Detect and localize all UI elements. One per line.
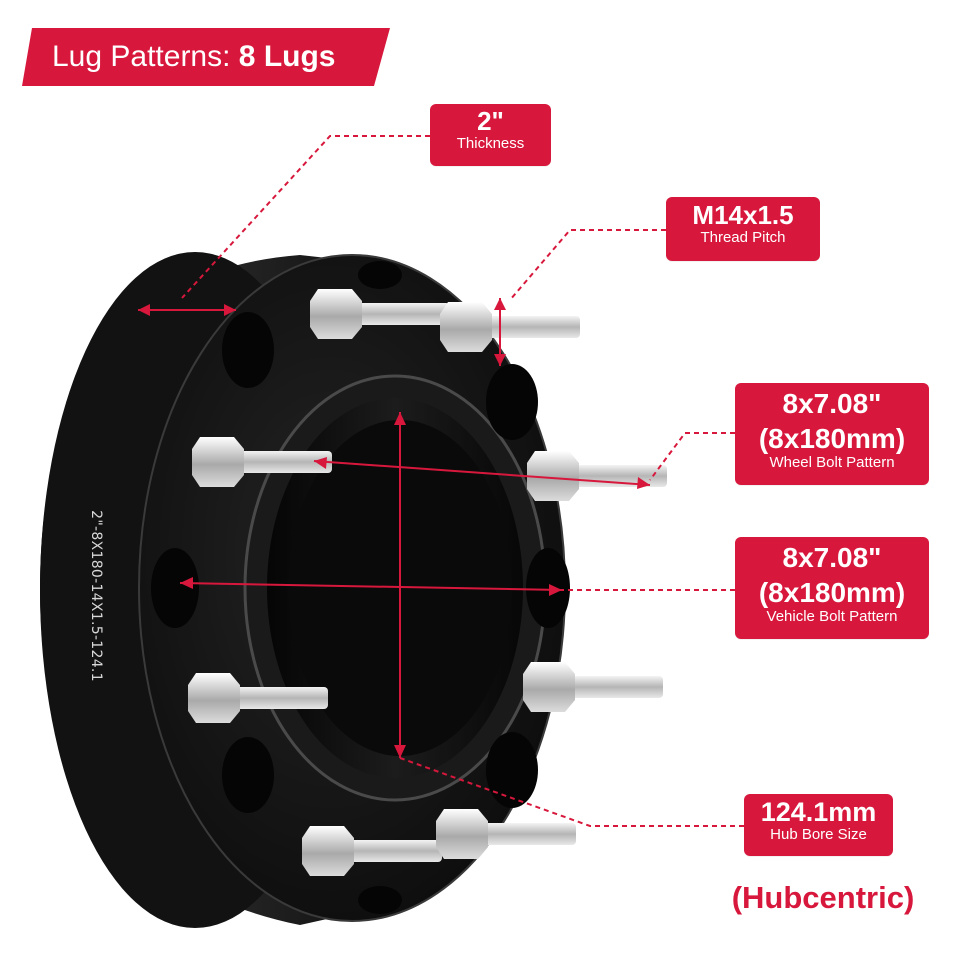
thickness-value: 2" (477, 106, 504, 136)
thickness-callout: 2" Thickness (430, 104, 551, 166)
wheel-bolt-pattern-callout: 8x7.08" (8x180mm) Wheel Bolt Pattern (735, 383, 929, 485)
vehicle-bolt-pattern-mm: (8x180mm) (758, 577, 906, 609)
thread-pitch-callout: M14x1.5 Thread Pitch (666, 197, 820, 261)
hub-bore-callout: 124.1mm Hub Bore Size (744, 794, 893, 856)
hub-bore-label: Hub Bore Size (770, 826, 867, 844)
lug-pattern-label: Lug Patterns: (52, 40, 239, 73)
wheel-bolt-pattern-inches: 8x7.08" (782, 388, 882, 419)
lug-pattern-value: 8 Lugs (238, 40, 336, 73)
thickness-label: Thickness (456, 135, 525, 153)
lug-stud-icon (188, 289, 667, 876)
vehicle-bolt-pattern-inches: 8x7.08" (782, 542, 882, 573)
vehicle-bolt-pattern-callout: 8x7.08" (8x180mm) Vehicle Bolt Pattern (735, 537, 929, 639)
thread-pitch-value: M14x1.5 (692, 200, 794, 230)
spacer-engraving: 2"-8X180-14X1.5-124.1 (88, 510, 104, 682)
lug-pattern-banner: Lug Patterns: 8 Lugs (22, 28, 390, 86)
thread-pitch-label: Thread Pitch (700, 229, 786, 247)
dimension-lines (138, 135, 744, 827)
wheel-bolt-pattern-label: Wheel Bolt Pattern (769, 453, 895, 471)
wheel-bolt-pattern-mm: (8x180mm) (758, 423, 906, 455)
vehicle-bolt-pattern-label: Vehicle Bolt Pattern (766, 607, 898, 625)
lug-pattern-text: Lug Patterns: 8 Lugs (52, 28, 335, 86)
hubcentric-note: (Hubcentric) (731, 880, 915, 915)
hub-bore-value: 124.1mm (760, 797, 877, 827)
